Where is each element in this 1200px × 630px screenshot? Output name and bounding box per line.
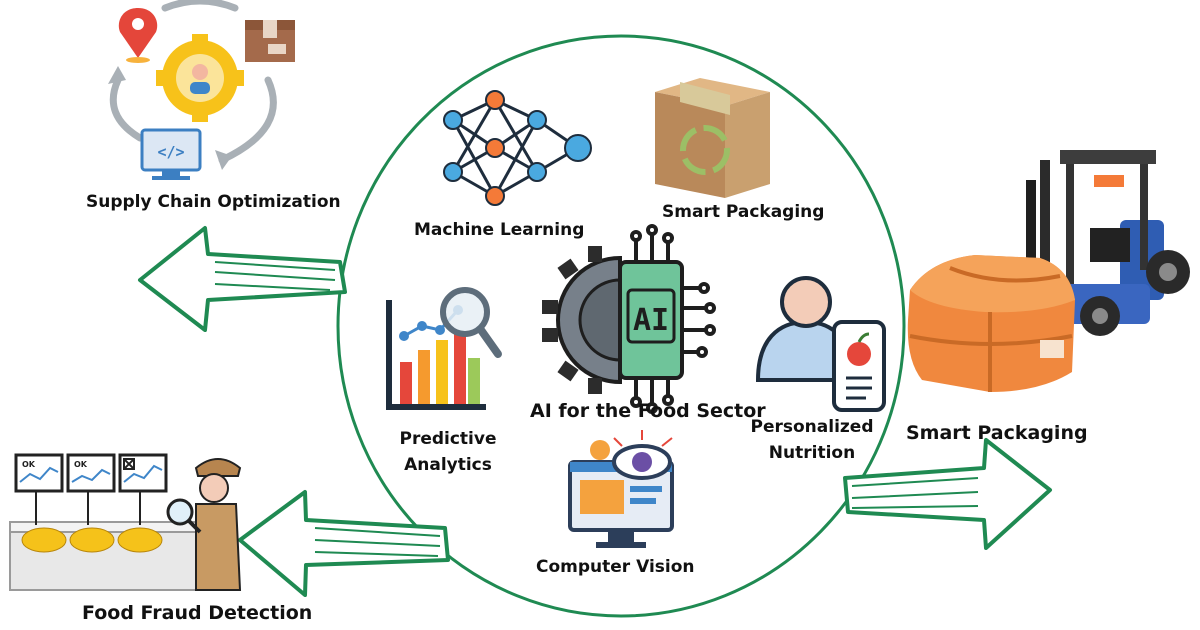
svg-text:OK: OK (74, 460, 88, 469)
arrow-to-smart-packaging (843, 438, 1052, 550)
label-smart-packaging-inner: Smart Packaging (662, 202, 825, 222)
label-machine-learning: Machine Learning (414, 220, 585, 240)
label-personalized: Personalized (750, 417, 874, 437)
supply-chain-icon-group: </> (108, 0, 295, 180)
detective-icon (166, 458, 242, 591)
label-food-fraud: Food Fraud Detection (82, 602, 313, 624)
neural-network-icon (443, 90, 592, 206)
svg-text:OK: OK (22, 460, 36, 469)
label-computer-vision: Computer Vision (536, 557, 695, 577)
label-supply-chain: Supply Chain Optimization (86, 192, 341, 212)
label-personalized-nutrition: Personalized Nutrition (750, 414, 874, 466)
label-smart-packaging-outer: Smart Packaging (906, 422, 1088, 444)
forklift-icon (1026, 150, 1190, 336)
gear-icon (156, 34, 244, 122)
recycle-box-icon (655, 78, 770, 198)
label-center: AI for the Food Sector (530, 400, 766, 422)
vision-monitor-icon (568, 430, 674, 548)
chart-board-icon: OK OK (14, 453, 168, 493)
box-icon (245, 20, 295, 62)
package-icon (907, 255, 1075, 392)
code-monitor-icon: </> (140, 128, 202, 180)
main-circle (336, 34, 906, 618)
arrow-to-supply-chain (138, 226, 347, 332)
svg-text:</>: </> (157, 143, 184, 161)
label-analytics: Analytics (404, 455, 492, 475)
label-predictive-analytics: Predictive Analytics (396, 426, 500, 478)
bar-chart-magnifier-icon (386, 287, 502, 410)
label-nutrition: Nutrition (768, 443, 856, 463)
ai-chip-text: AI (633, 303, 669, 338)
food-fraud-icon-group: OK OK (9, 453, 242, 591)
ai-chip-gear-icon: AI (542, 224, 716, 414)
label-predictive: Predictive (399, 429, 497, 449)
arrow-to-food-fraud (238, 490, 450, 597)
user-phone-apple-icon (755, 276, 886, 412)
location-pin-icon (118, 8, 158, 63)
